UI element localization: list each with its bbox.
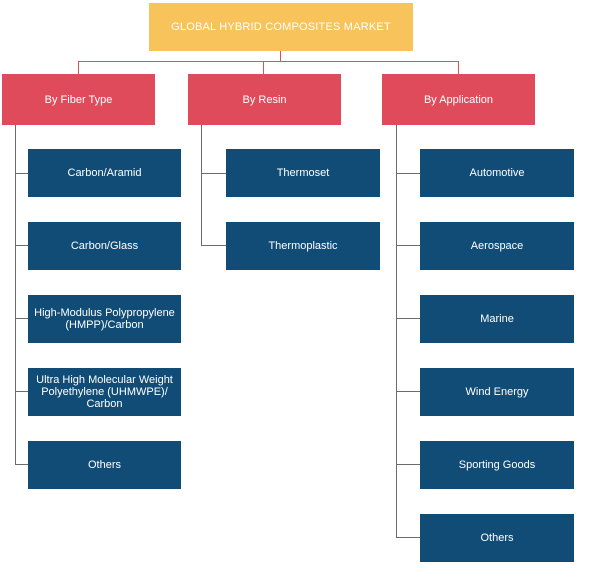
fiber-branch [15,391,28,392]
application-trunk [396,125,397,538]
fiber-item: Carbon/Glass [28,222,181,270]
fiber-trunk [15,125,16,465]
application-item-label: Sporting Goods [458,459,536,471]
application-item: Sporting Goods [420,441,574,489]
application-item-label: Marine [480,313,514,325]
category-application: By Application [382,74,535,125]
application-branch [396,173,420,174]
fiber-branch [15,173,28,174]
fiber-item-label: Carbon/Glass [70,240,139,252]
category-fiber-type: By Fiber Type [2,74,155,125]
resin-item-label: Thermoset [276,167,330,179]
category-resin: By Resin [188,74,341,125]
root-label: GLOBAL HYBRID COMPOSITES MARKET [171,21,391,33]
application-branch [396,245,420,246]
application-branch [396,318,420,319]
fiber-item-label: High-Modulus Polypropylene (HMPP)/Carbon [34,307,175,331]
resin-trunk [201,125,202,246]
fiber-item-label: Ultra High Molecular Weight Polyethylene… [36,374,173,410]
fiber-item-label: Others [87,459,121,471]
application-item: Wind Energy [420,368,574,416]
application-item-label: Automotive [469,167,525,179]
category-label: By Fiber Type [44,93,113,106]
resin-item: Thermoplastic [226,222,380,270]
application-branch [396,537,420,538]
category-drop-fiber [78,61,79,74]
application-item: Marine [420,295,574,343]
resin-item-label: Thermoplastic [268,240,338,252]
application-item-label: Wind Energy [465,386,529,398]
root-connector [280,51,281,61]
fiber-item: Others [28,441,181,489]
fiber-branch [15,318,28,319]
resin-item: Thermoset [226,149,380,197]
resin-branch [201,245,226,246]
resin-branch [201,173,226,174]
application-branch [396,391,420,392]
category-drop-resin [263,61,264,74]
fiber-item-label: Carbon/Aramid [67,167,142,179]
application-item: Automotive [420,149,574,197]
fiber-item: Ultra High Molecular Weight Polyethylene… [28,368,181,416]
application-item-label: Others [480,532,514,544]
category-drop-application [458,61,459,74]
category-bus [78,61,459,62]
fiber-branch [15,464,28,465]
application-item-label: Aerospace [470,240,524,252]
category-label: By Application [423,93,494,106]
application-branch [396,464,420,465]
fiber-item: Carbon/Aramid [28,149,181,197]
fiber-branch [15,245,28,246]
application-item: Aerospace [420,222,574,270]
fiber-item: High-Modulus Polypropylene (HMPP)/Carbon [28,295,181,343]
category-label: By Resin [242,93,287,106]
root-node: GLOBAL HYBRID COMPOSITES MARKET [149,3,413,51]
application-item: Others [420,514,574,562]
